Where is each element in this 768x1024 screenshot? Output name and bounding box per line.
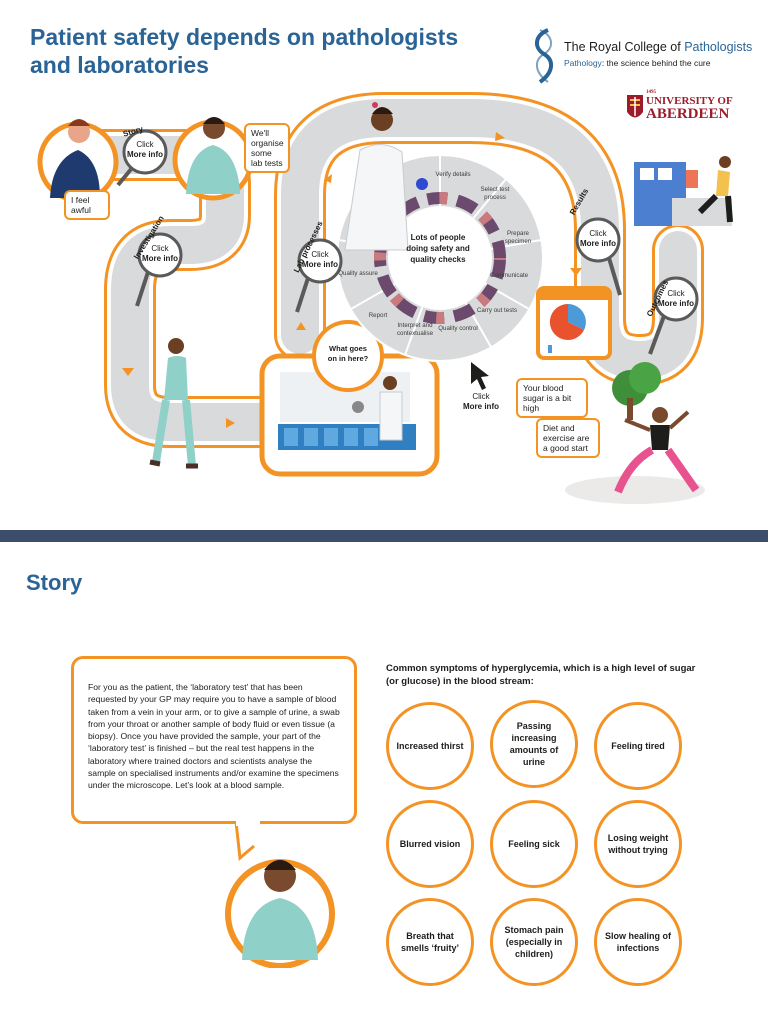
wheel-segment-communicate: Communicate	[489, 272, 529, 279]
page-divider	[0, 530, 768, 542]
magnifier-results[interactable]	[575, 217, 622, 296]
aberdeen-crest-icon	[627, 95, 643, 118]
wheel-center-label: Lots of people doing safety and quality …	[406, 233, 470, 264]
arrow-up-right-icon	[324, 174, 332, 183]
wheel-segment-quality-assure: Quality assure	[338, 270, 378, 277]
symptom-circle: Stomach pain (especially in children)	[490, 898, 578, 986]
hospital-equipment	[634, 156, 733, 226]
wheel-segment-interpret: Interpret and contextualise	[396, 322, 434, 337]
symptom-circle: Feeling sick	[490, 800, 578, 888]
magnifier-lab-processes[interactable]	[295, 238, 343, 313]
magnifier-outcomes[interactable]	[648, 276, 699, 355]
story-paragraph: For you as the patient, the ‘laboratory …	[88, 682, 340, 791]
symptom-circle: Feeling tired	[594, 702, 682, 790]
wheel-segment-verify: Verify details	[435, 171, 471, 178]
wheel-segment-select: Select test process	[480, 186, 510, 201]
infographic-page: Patient safety depends on pathologists a…	[30, 24, 758, 504]
aberdeen-line2: ABERDEEN	[646, 106, 730, 122]
arrow-up-icon	[296, 322, 306, 330]
cursor-icon	[471, 362, 489, 390]
speech-feel-awful: I feel awful	[64, 190, 110, 220]
journey-diagram	[37, 92, 733, 504]
patient-portrait	[37, 119, 119, 203]
section-title: Story	[26, 570, 83, 595]
story-paragraph-box: For you as the patient, the ‘laboratory …	[71, 656, 357, 824]
page-title: Patient safety depends on pathologists a…	[30, 24, 459, 78]
symptom-circle: Blurred vision	[386, 800, 474, 888]
arrow-down-icon	[122, 368, 134, 376]
symptoms-heading: Common symptoms of hyperglycemia, which …	[386, 663, 696, 687]
speech-blood-sugar: Your blood sugar is a bit high	[516, 378, 588, 418]
lab-scene	[259, 353, 440, 477]
symptom-circle: Losing weight without trying	[594, 800, 682, 888]
gp-portrait	[172, 117, 254, 201]
rcpath-tagline: Pathology: the science behind the cure	[564, 58, 711, 68]
speech-diet: Diet and exercise are a good start	[536, 418, 600, 458]
story-patient-portrait	[225, 818, 335, 968]
wheel-segment-carry-out: Carry out tests	[476, 307, 518, 314]
magnifier-investigation[interactable]	[135, 232, 183, 307]
magnifier-story[interactable]	[116, 129, 168, 187]
speech-what-goes-on: What goes on in here?	[327, 344, 369, 363]
symptom-circle: Slow healing of infections	[594, 898, 682, 986]
arrow-right-icon	[495, 132, 505, 141]
walking-patient	[149, 338, 198, 469]
wheel-segment-quality-control: Quality control	[438, 325, 478, 332]
rcpath-logo: The Royal College of Pathologists Pathol…	[528, 28, 758, 84]
scientist-figure	[344, 102, 428, 251]
rcpath-emblem-icon	[535, 28, 553, 84]
aberdeen-line1: UNIVERSITY OF	[646, 95, 733, 107]
track-arrows	[122, 132, 582, 428]
wheel-segment-prepare: Prepare specimen	[504, 230, 532, 245]
results-card	[536, 286, 612, 360]
arrow-down-icon	[570, 268, 582, 276]
exercising-woman	[565, 362, 705, 504]
aberdeen-logo: 1495 UNIVERSITY OF ABERDEEN	[626, 90, 741, 124]
symptom-circle: Breath that smells ‘fruity’	[386, 898, 474, 986]
symptom-circle: Increased thirst	[386, 702, 474, 790]
speech-lab-tests: We'll organise some lab tests	[244, 123, 290, 173]
arrow-right-icon	[226, 418, 235, 428]
aberdeen-year: 1495	[646, 90, 656, 95]
symptom-circle: Passing increasing amounts of urine	[490, 700, 578, 788]
what-goes-on-bubble	[312, 320, 384, 392]
wheel-segment-report: Report	[368, 312, 388, 319]
rcpath-name: The Royal College of Pathologists	[564, 40, 753, 54]
